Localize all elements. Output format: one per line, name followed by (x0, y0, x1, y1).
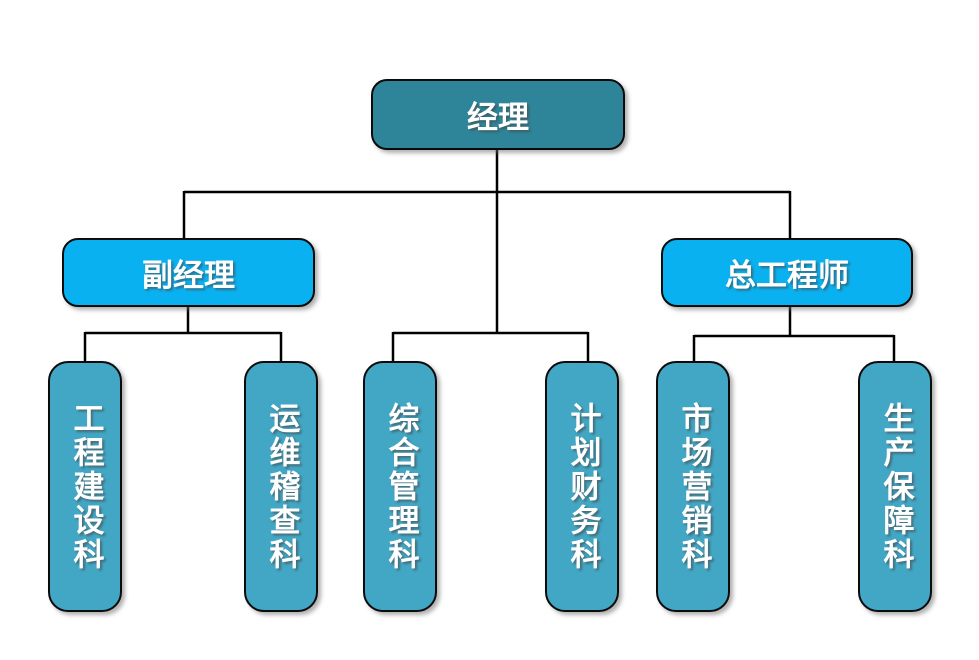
node-engineering-construction: 工程建设科 (48, 361, 122, 612)
node-deputy-manager: 副经理 (62, 238, 315, 307)
node-label: 生产保障科 (877, 401, 914, 572)
node-production-support: 生产保障科 (858, 361, 932, 612)
node-marketing: 市场营销科 (656, 361, 730, 612)
node-label: 综合管理科 (382, 401, 419, 572)
node-label: 副经理 (142, 258, 235, 294)
node-label: 工程建设科 (67, 401, 104, 572)
node-general-management: 综合管理科 (363, 361, 437, 612)
node-label: 经理 (467, 100, 529, 136)
node-label: 总工程师 (725, 258, 849, 294)
node-label: 计划财务科 (564, 401, 601, 572)
node-chief-engineer: 总工程师 (661, 238, 913, 307)
node-label: 运维稽查科 (263, 401, 300, 572)
node-planning-finance: 计划财务科 (545, 361, 619, 612)
node-label: 市场营销科 (675, 401, 712, 572)
node-manager: 经理 (371, 79, 625, 150)
node-om-inspection: 运维稽查科 (244, 361, 318, 612)
